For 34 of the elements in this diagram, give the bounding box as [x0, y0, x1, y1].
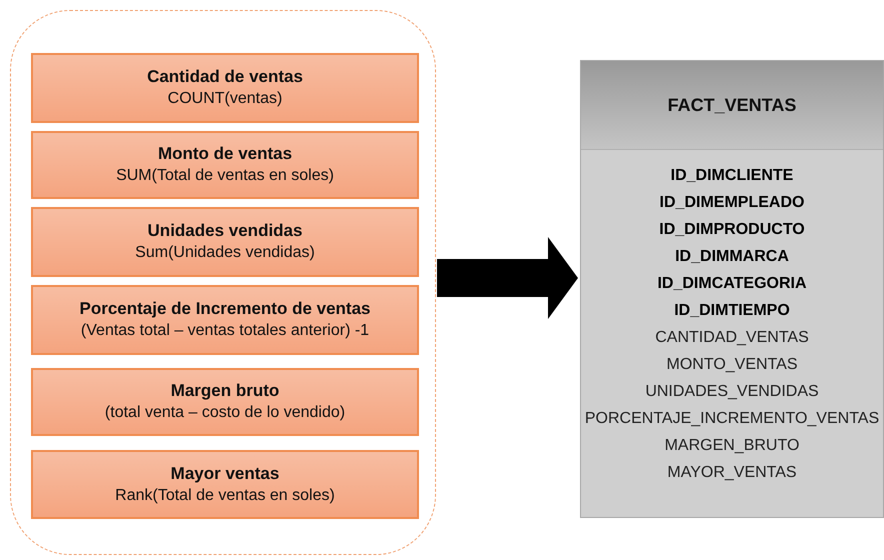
table-field: ID_DIMTIEMPO — [674, 297, 790, 324]
measure-formula: (Ventas total – ventas totales anterior) -1 — [80, 321, 370, 341]
table-field: CANTIDAD_VENTAS — [655, 324, 809, 351]
table-field: PORCENTAJE_INCREMENTO_VENTAS — [584, 405, 880, 432]
measure-box — [31, 131, 419, 199]
measure-formula: Rank(Total de ventas en soles) — [115, 486, 335, 506]
table-field: ID_DIMPRODUCTO — [659, 216, 805, 243]
fact-table — [580, 60, 884, 518]
table-field: ID_DIMCLIENTE — [670, 162, 794, 189]
measure-title: Margen bruto — [170, 380, 280, 402]
measure-title: Porcentaje de Incremento de ventas — [80, 298, 370, 320]
table-field: MAYOR_VENTAS — [667, 459, 797, 486]
table-field: ID_DIMCATEGORIA — [657, 270, 807, 297]
measure-box — [31, 53, 419, 123]
measure-box — [31, 450, 419, 519]
measure-box — [31, 285, 419, 355]
table-field: MARGEN_BRUTO — [664, 432, 800, 459]
table-field: ID_DIMMARCA — [675, 243, 789, 270]
block-arrow — [437, 237, 578, 319]
dashed-rounded-frame — [10, 10, 436, 555]
measure-formula: (total venta – costo de lo vendido) — [104, 403, 346, 423]
measure-formula: Sum(Unidades vendidas) — [135, 243, 315, 263]
table-field: UNIDADES_VENDIDAS — [645, 378, 819, 405]
measure-formula: COUNT(ventas) — [168, 89, 282, 109]
measure-box — [31, 368, 419, 436]
measure-formula: SUM(Total de ventas en soles) — [116, 166, 334, 186]
table-field: ID_DIMEMPLEADO — [660, 189, 804, 216]
table-field: MONTO_VENTAS — [666, 351, 798, 378]
table-title: FACT_VENTAS — [668, 94, 796, 116]
measure-title: Cantidad de ventas — [147, 66, 303, 88]
measure-title: Mayor ventas — [170, 462, 280, 484]
measure-title: Unidades vendidas — [148, 220, 302, 242]
measure-title: Monto de ventas — [158, 143, 292, 165]
measure-box — [31, 207, 419, 277]
